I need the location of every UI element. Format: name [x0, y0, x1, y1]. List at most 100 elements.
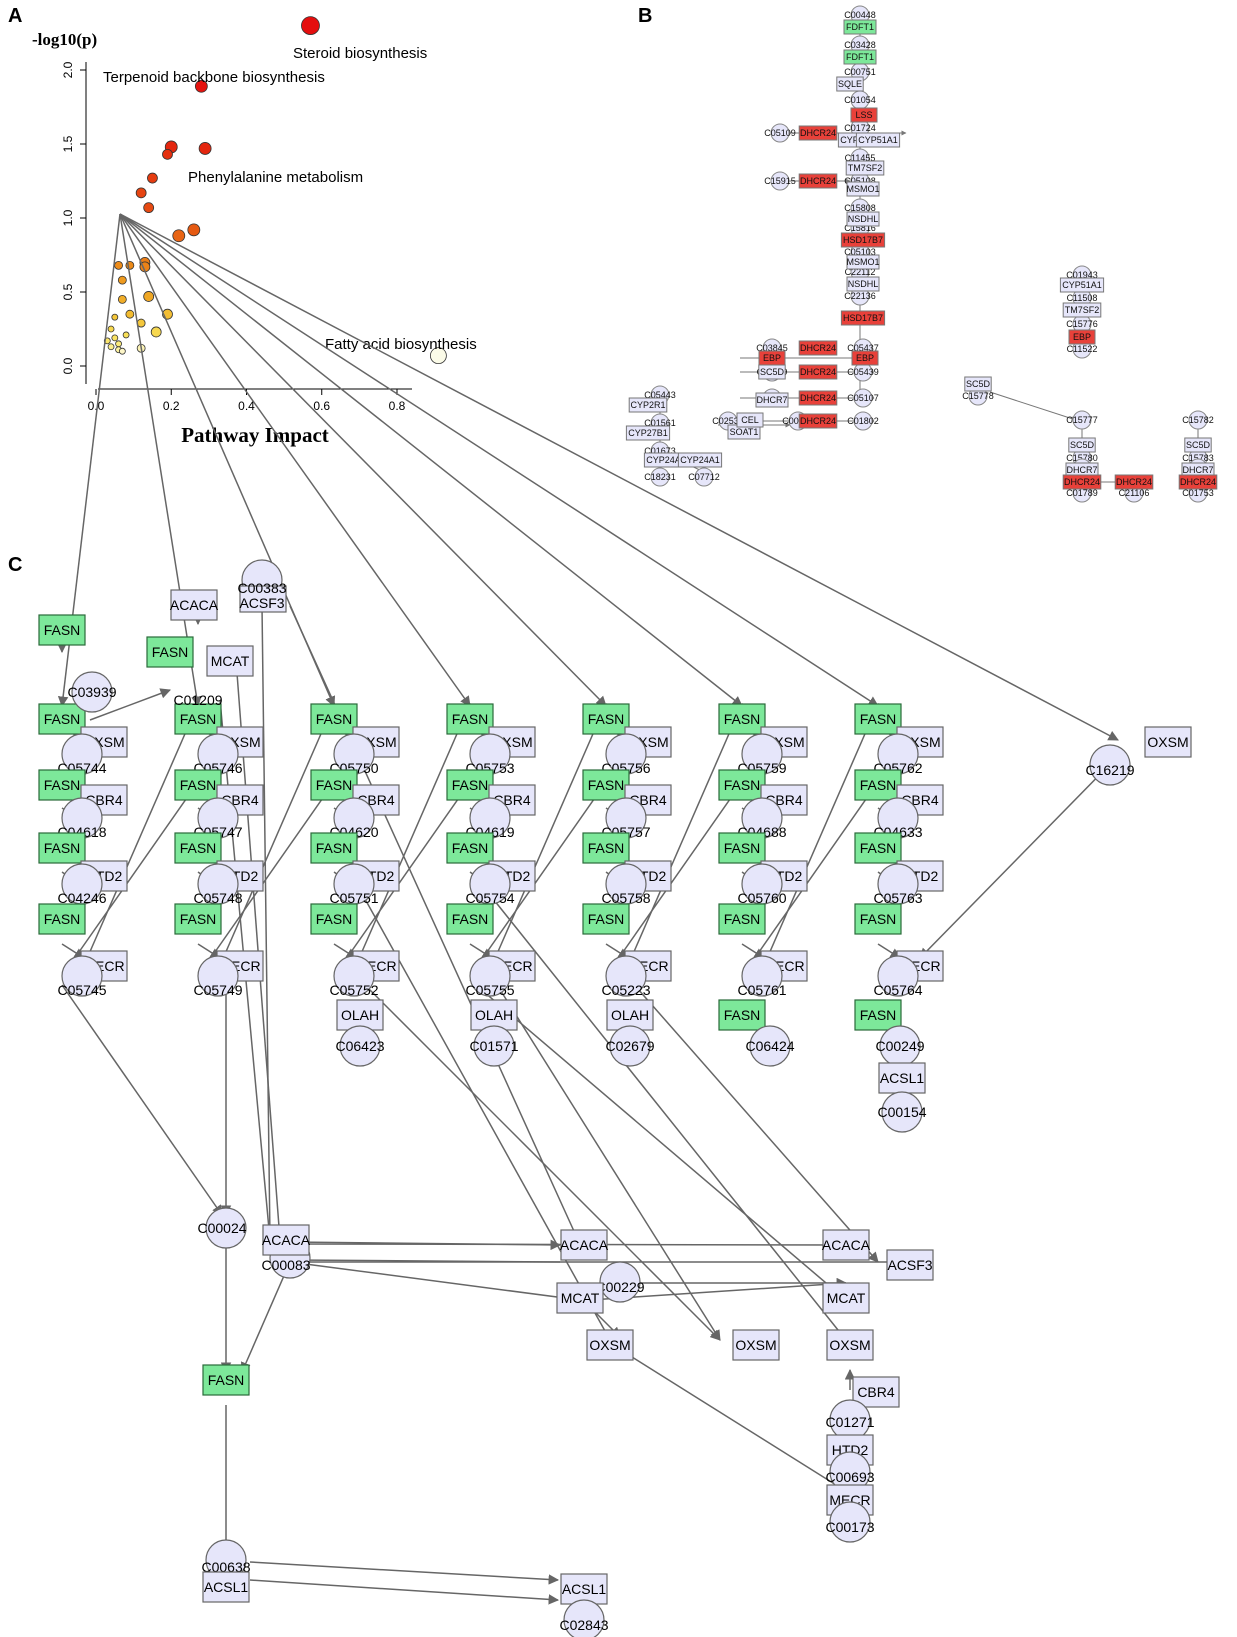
gene-label: CBR4	[857, 1384, 895, 1400]
compound-node	[650, 467, 670, 487]
gene-node	[798, 173, 838, 189]
compound-node	[563, 1599, 605, 1637]
gene-label: OXSM	[1147, 734, 1188, 750]
gene-node-acaca	[822, 1229, 870, 1261]
gene-node-fasn	[446, 703, 494, 735]
x-tick-label: 0.0	[88, 399, 105, 413]
gene-label: DHCR24	[1064, 477, 1100, 487]
gene-node	[798, 340, 838, 356]
compound-label: C00249	[875, 1038, 924, 1054]
gene-node-fasn	[854, 703, 902, 735]
compound-label: C07712	[688, 472, 720, 482]
gene-label: SC5D	[1070, 440, 1095, 450]
gene-label: FASN	[316, 911, 353, 927]
gene-label: SQLE	[838, 79, 862, 89]
compound-node	[333, 955, 375, 997]
compound-label: C06424	[745, 1038, 794, 1054]
gene-node	[1059, 277, 1105, 293]
gene-node-oxsm	[1144, 726, 1192, 758]
compound-node	[770, 123, 790, 143]
gene-label: MCAT	[561, 1290, 600, 1306]
gene-label: FASN	[44, 777, 81, 793]
compound-label: C16219	[1085, 762, 1134, 778]
gene-node-olah	[336, 999, 384, 1031]
gene-label: FASN	[180, 840, 217, 856]
gene-node	[846, 211, 880, 227]
gene-node-acsl1	[202, 1571, 250, 1603]
gene-node-fasn	[854, 832, 902, 864]
gene-label: MCAT	[827, 1290, 866, 1306]
gene-node-fasn	[174, 769, 222, 801]
gene-node	[736, 412, 764, 428]
gene-label: ACACA	[822, 1237, 871, 1253]
gene-label: LSS	[855, 110, 872, 120]
network-c-edge	[119, 213, 743, 707]
network-c-edge	[249, 1579, 560, 1605]
y-ticks: 0.00.51.01.52.0	[61, 61, 86, 374]
data-point	[143, 291, 155, 302]
gene-label: FASN	[452, 840, 489, 856]
network-c-edge	[629, 979, 879, 1263]
compound-label: C11455	[845, 153, 876, 163]
data-point	[187, 223, 201, 237]
compound-label: C02679	[605, 1038, 654, 1054]
data-point	[111, 313, 119, 321]
network-c-edge	[119, 213, 607, 707]
gene-node-fasn	[310, 903, 358, 935]
gene-node	[1114, 474, 1154, 490]
gene-node-mcat	[206, 645, 254, 677]
gene-label: DHCR24	[800, 343, 836, 353]
panel-b-letter: B	[638, 5, 652, 27]
gene-node	[836, 76, 864, 92]
gene-node-fasn	[582, 832, 630, 864]
gene-label: DHCR7	[1182, 465, 1213, 475]
gene-node	[798, 125, 838, 141]
compound-label: C05748	[193, 890, 242, 906]
compound-label: C05758	[601, 890, 650, 906]
gene-node	[798, 413, 838, 429]
gene-label: FASN	[724, 711, 761, 727]
gene-node-fasn	[38, 703, 86, 735]
gene-label: OLAH	[341, 1007, 379, 1023]
gene-label: FASN	[44, 911, 81, 927]
gene-label: DHCR24	[800, 416, 836, 426]
data-point	[117, 275, 127, 285]
compound-node	[71, 671, 113, 713]
network-c-edge	[359, 889, 611, 1341]
y-tick-label: 0.0	[61, 357, 75, 374]
gene-node-oxsm	[586, 1329, 634, 1361]
gene-label: SC5D	[966, 379, 991, 389]
y-tick-label: 2.0	[61, 61, 75, 78]
gene-label: FDFT1	[846, 22, 874, 32]
gene-node-fasn	[202, 1364, 250, 1396]
gene-label: MSMO1	[846, 257, 879, 267]
gene-label: DHCR24	[800, 176, 836, 186]
network-c-edge	[119, 213, 879, 707]
network-c-edge	[625, 703, 744, 971]
compound-label: C15783	[1182, 453, 1214, 463]
gene-label: MCAT	[211, 653, 250, 669]
compound-label: C05107	[847, 393, 879, 403]
compound-label: C05763	[873, 890, 922, 906]
annotation-fatty-acid-biosynthesis: Fatty acid biosynthesis	[325, 336, 477, 353]
compound-label: C05761	[737, 982, 786, 998]
gene-node-acsl1	[560, 1573, 608, 1605]
gene-node-oxsm	[826, 1329, 874, 1361]
compound-label: C18231	[644, 472, 676, 482]
gene-node-fasn	[174, 903, 222, 935]
gene-label: DHCR24	[1180, 477, 1216, 487]
gene-label: FASN	[44, 711, 81, 727]
gene-node	[1068, 437, 1096, 453]
network-c-nodes: FASNOXSMC05744FASNCBR4C04618FASNHTD2C042…	[38, 559, 1192, 1637]
gene-label: FASN	[44, 622, 81, 638]
network-c-edge	[288, 1258, 581, 1301]
network-b-edge	[989, 391, 1077, 421]
compound-label: C05109	[764, 128, 796, 138]
gene-label: NSDHL	[848, 214, 879, 224]
data-point	[147, 172, 158, 184]
gene-label: ACSF3	[239, 595, 284, 611]
network-c-edge	[261, 605, 276, 1242]
gene-node	[628, 397, 668, 413]
data-point	[125, 309, 135, 319]
